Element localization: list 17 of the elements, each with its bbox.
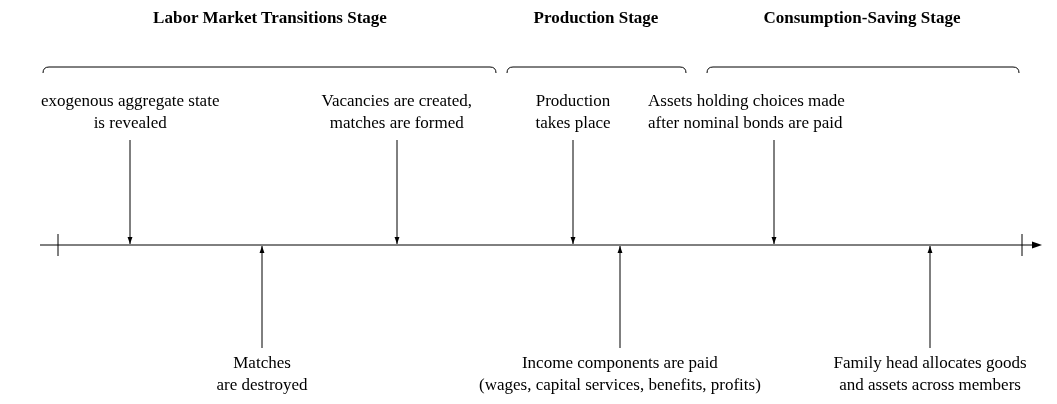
event-text: Income components are paid (wages, capital services, benefits, profits): [479, 352, 761, 396]
stage-heading: Production Stage: [533, 8, 659, 28]
event-text: Matches are destroyed: [216, 352, 308, 396]
arrow: [259, 245, 265, 349]
event-text: exogenous aggregate state is revealed: [41, 90, 220, 134]
stage-heading: Labor Market Transitions Stage: [153, 8, 387, 28]
arrow: [127, 139, 133, 245]
arrow: [927, 245, 933, 349]
event-text: Family head allocates goods and assets across members: [833, 352, 1027, 396]
event-text: Production takes place: [535, 90, 611, 134]
stage-heading: Consumption-Saving Stage: [763, 8, 961, 28]
arrow: [771, 139, 777, 245]
arrow: [394, 139, 400, 245]
event-text: Assets holding choices made after nominal bonds are paid: [648, 90, 845, 134]
arrow: [570, 139, 576, 245]
event-text: Vacancies are created, matches are formed: [321, 90, 473, 134]
arrow: [617, 245, 623, 349]
